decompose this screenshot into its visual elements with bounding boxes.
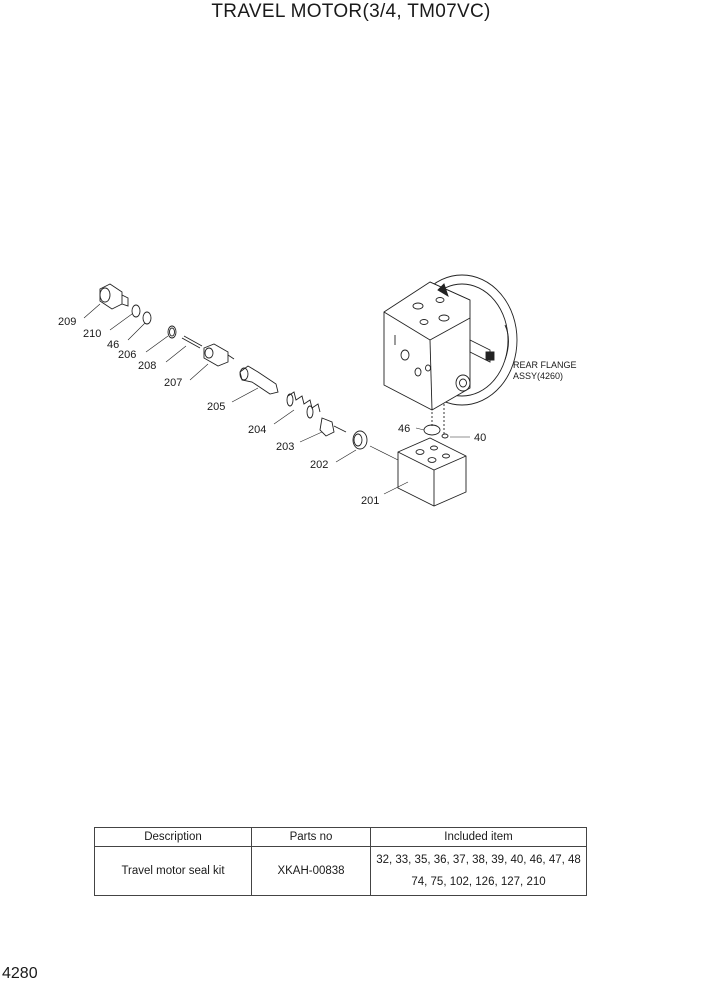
callout-204: 204	[248, 424, 266, 436]
cell-parts-no: XKAH-00838	[251, 846, 371, 896]
callout-208: 208	[138, 360, 156, 372]
callout-40: 40	[474, 432, 486, 444]
o-ring-40	[441, 433, 449, 439]
header-parts-no: Parts no	[251, 827, 371, 847]
callout-46-upper: 46	[398, 423, 410, 435]
part-203-screw	[319, 417, 347, 437]
callout-209: 209	[58, 316, 76, 328]
part-208-pin	[181, 335, 203, 349]
part-202-cap	[352, 430, 368, 450]
part-46-o-ring	[142, 311, 152, 325]
callout-207: 207	[164, 377, 182, 389]
rear-flange-assembly	[383, 274, 518, 436]
cell-description: Travel motor seal kit	[94, 846, 252, 896]
included-line-2: 74, 75, 102, 126, 127, 210	[411, 876, 546, 888]
part-210-o-ring	[131, 304, 141, 318]
cell-included-item: 32, 33, 35, 36, 37, 38, 39, 40, 46, 47, …	[370, 846, 587, 896]
rear-flange-note-line1: REAR FLANGE	[513, 360, 577, 370]
part-206-ring	[167, 325, 177, 339]
part-201-valve-block	[397, 437, 467, 507]
rear-flange-note-line2: ASSY(4260)	[513, 371, 563, 381]
callout-206: 206	[118, 349, 136, 361]
callout-210: 210	[83, 328, 101, 340]
part-209-plug	[99, 283, 129, 310]
o-ring-46-upper	[423, 424, 441, 436]
header-description: Description	[94, 827, 252, 847]
callout-203: 203	[276, 441, 294, 453]
part-205-spool	[239, 365, 279, 395]
callout-46-lower: 46	[107, 339, 119, 351]
seal-kit-table: Description Parts no Included item Trave…	[94, 827, 587, 896]
part-207-poppet	[203, 343, 235, 367]
header-included-item: Included item	[370, 827, 587, 847]
page-title: TRAVEL MOTOR(3/4, TM07VC)	[211, 1, 491, 22]
part-204-spring	[286, 391, 321, 419]
included-line-1: 32, 33, 35, 36, 37, 38, 39, 40, 46, 47, …	[376, 854, 581, 866]
table-header-row: Description Parts no Included item	[94, 827, 587, 847]
callout-201: 201	[361, 495, 379, 507]
table-row: Travel motor seal kit XKAH-00838 32, 33,…	[94, 846, 587, 896]
callout-205: 205	[207, 401, 225, 413]
callout-202: 202	[310, 459, 328, 471]
page-number: 4280	[2, 965, 38, 982]
